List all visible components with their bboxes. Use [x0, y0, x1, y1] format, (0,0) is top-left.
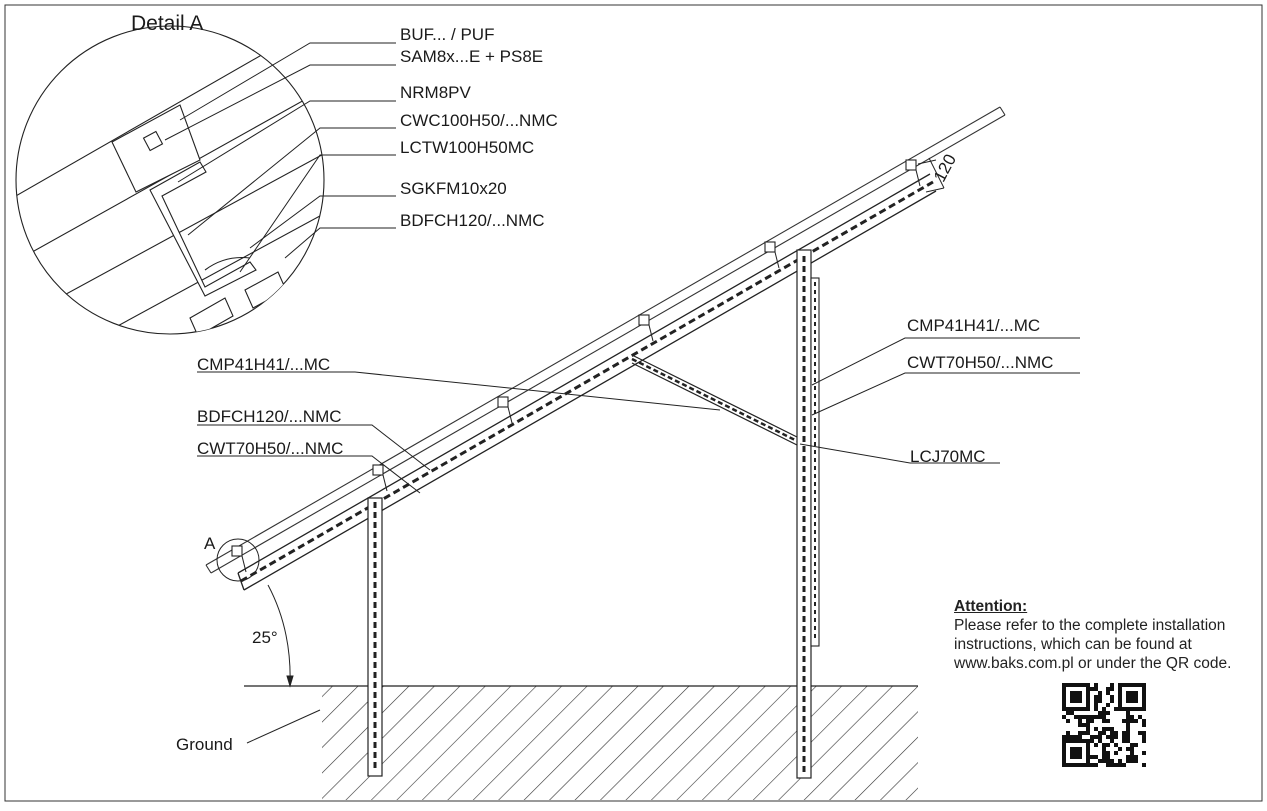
point-a-circle [216, 538, 260, 582]
qr-code-icon [1062, 683, 1146, 767]
label-ground: Ground [176, 735, 233, 754]
point-a-label: A [204, 534, 216, 553]
label-cwc100h50: CWC100H50/...NMC [400, 111, 558, 130]
label-lcj70mc: LCJ70MC [910, 447, 986, 466]
detail-a-title: Detail A [131, 12, 203, 35]
label-cmp41h41-left: CMP41H41/...MC [197, 355, 330, 374]
ground-hatch [244, 685, 918, 800]
detail-leaders [164, 42, 396, 273]
angle-indicator [267, 584, 294, 688]
label-bdfch120-left: BDFCH120/...NMC [197, 407, 342, 426]
main-rail [237, 173, 937, 591]
attention-note: Attention: Please refer to the complete … [954, 597, 1264, 673]
attention-line: Please refer to the complete installatio… [954, 617, 1226, 634]
label-cwt70h50-left: CWT70H50/...NMC [197, 439, 343, 458]
main-leaders [197, 337, 1080, 744]
label-sgkfm10x20: SGKFM10x20 [400, 179, 507, 198]
front-post [367, 497, 383, 777]
clamp-bolts [241, 169, 921, 573]
label-sam8x: SAM8x...E + PS8E [400, 47, 543, 66]
panel-clamps [231, 159, 917, 557]
drawing-border [4, 4, 1263, 802]
label-buf-puf: BUF... / PUF [400, 25, 494, 44]
attention-heading: Attention: [954, 598, 1028, 615]
detail-labels: BUF... / PUF SAM8x...E + PS8E NRM8PV CWC… [400, 25, 558, 230]
rear-post [796, 249, 820, 779]
panel-surface [205, 106, 1006, 574]
label-nrm8pv: NRM8PV [400, 83, 472, 102]
angle-label: 25° [252, 628, 278, 647]
attention-line: instructions, which can be found at [954, 636, 1192, 653]
label-cmp41h41-right: CMP41H41/...MC [907, 316, 1040, 335]
label-cwt70h50-right: CWT70H50/...NMC [907, 353, 1053, 372]
attention-line: www.baks.com.pl or under the QR code. [954, 655, 1232, 672]
main-callouts: CMP41H41/...MC BDFCH120/...NMC CWT70H50/… [176, 316, 1053, 754]
label-lctw100h50mc: LCTW100H50MC [400, 138, 534, 157]
diagonal-brace [631, 354, 798, 446]
dimension-120 [917, 157, 945, 193]
label-bdfch120-detail: BDFCH120/...NMC [400, 211, 545, 230]
